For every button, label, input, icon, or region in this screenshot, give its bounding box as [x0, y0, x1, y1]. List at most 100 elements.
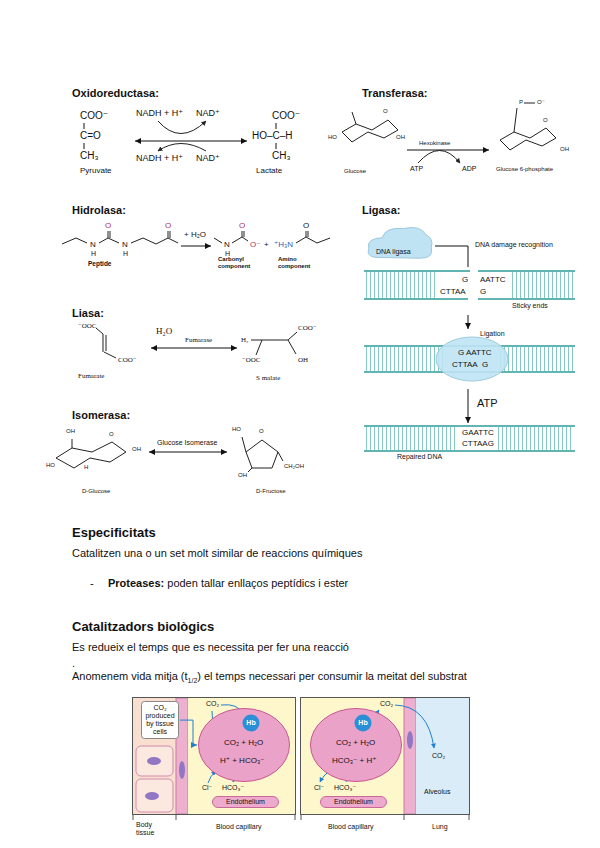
- text-line: HCO₃⁻: [222, 784, 244, 792]
- text-line: Isomerasa:: [72, 409, 130, 422]
- node-text: GAATTC: [462, 428, 494, 437]
- label-text: OH: [66, 428, 75, 434]
- text-line: Alveolus: [424, 788, 450, 796]
- text-line: O: [543, 117, 548, 124]
- node-text: Sticky ends: [512, 302, 548, 310]
- node-text: CTTAAG: [462, 439, 494, 448]
- cell-nucleus: [147, 757, 161, 765]
- text-line: OH: [396, 134, 405, 141]
- reaction-arrow: [435, 246, 468, 267]
- text-line: Es redueix el temps que es necessita per…: [72, 641, 349, 654]
- node-text: AATTC: [480, 275, 506, 284]
- label-text: H: [225, 250, 230, 257]
- red-blood-cell: CO₂ + H₂OHCO₃⁻ + H⁺Hb: [310, 708, 402, 782]
- text-line: O: [303, 221, 309, 230]
- heading-text: Catalitzadors biològics: [72, 619, 214, 634]
- red-blood-cell: CO₂ + H₂OH⁺ + HCO₃⁻Hb: [198, 708, 290, 782]
- cofactor-arrow: [158, 121, 206, 134]
- heading-text: Hidrolasa:: [72, 204, 126, 216]
- heading-text: Proteases:: [108, 577, 164, 589]
- text-line: Lung: [432, 823, 448, 831]
- cell-body: [311, 709, 402, 782]
- peptide-chain: [62, 231, 178, 244]
- molecule: D-Glucose: [44, 418, 148, 498]
- label-text: Body tissue: [136, 821, 154, 836]
- label-text: O: [383, 108, 388, 114]
- text-line: OH: [238, 472, 247, 479]
- label-text: OH: [298, 356, 308, 364]
- text-line: OH: [66, 428, 75, 435]
- heading-text: Ligasa:: [362, 204, 401, 216]
- text-line: O: [239, 221, 245, 230]
- label-text: COO⁻: [80, 110, 108, 121]
- label-text: Anomenem vida mitja (t: [72, 670, 188, 682]
- node-text: S malate: [256, 374, 280, 382]
- edge-label: ATP: [476, 397, 499, 410]
- label-text: HO–C–H: [252, 130, 293, 141]
- heading-text: Transferasa:: [362, 87, 427, 99]
- node-text: G: [458, 348, 464, 357]
- label-text: Catalitzen una o un set molt similar de …: [72, 547, 362, 559]
- label-text: CO₂: [432, 752, 445, 759]
- label-text: H₂O: [156, 326, 172, 336]
- glucose-ring: [56, 439, 126, 468]
- label-text: N: [224, 240, 230, 249]
- label-text: ⁻OOC: [242, 356, 260, 364]
- text-line: ⁻OOC: [242, 356, 260, 364]
- node-text: Lactate: [256, 166, 282, 175]
- enzyme-cloud: DNA ligasa: [366, 224, 434, 262]
- label-text: Lung: [432, 823, 448, 830]
- label-text: poden tallar enllaços peptídics i ester: [167, 577, 348, 589]
- carbonyl-chain: [214, 231, 248, 243]
- tissue-cell: [136, 779, 173, 812]
- node-text: Amino component: [278, 256, 320, 270]
- label-text: Cl⁻: [314, 784, 324, 791]
- enzyme-cloud-outline: [366, 224, 434, 262]
- text-line: NAD⁺: [196, 153, 220, 163]
- node-text: CO₂ produced by tissue cells: [143, 704, 177, 736]
- label-text: COO⁻: [118, 356, 136, 364]
- label-text: HO: [46, 462, 55, 468]
- node-text: Pyruvate: [80, 166, 112, 175]
- text-line: HO: [232, 426, 241, 433]
- node-text: H⁺ + HCO₃⁻: [220, 756, 264, 765]
- pill-outline: [321, 797, 387, 808]
- text-line: Cl⁻: [314, 784, 324, 792]
- node-text: CTTAA: [452, 360, 478, 369]
- reaction-arrow: [149, 452, 227, 453]
- label-text: ATP: [410, 165, 423, 172]
- label-text: O: [165, 221, 171, 230]
- molecule: Glucose: [326, 100, 406, 180]
- text-line: Anomenem vida mitja (t1/2) el temps nece…: [72, 670, 467, 685]
- text-line: ATP: [410, 165, 423, 173]
- text-line: ⁺H₃N: [274, 240, 293, 249]
- tissue-region: [133, 698, 176, 814]
- label-text: ⁺H₃N: [274, 240, 293, 249]
- text-line: CH₃: [80, 150, 99, 162]
- label-text: COO⁻: [298, 324, 316, 332]
- label-text: HO: [328, 134, 337, 140]
- fructose-ring: [242, 437, 283, 472]
- node-text: Fumarate: [78, 372, 104, 380]
- hemoglobin-circle: Hb: [242, 714, 260, 732]
- node-text: Peptide: [88, 260, 111, 267]
- bond-line: [84, 123, 276, 149]
- atp-arrow: [418, 151, 460, 164]
- box-outline: [142, 702, 179, 739]
- node-text: Hb: [358, 719, 367, 727]
- label-text: O: [543, 117, 548, 123]
- text-line: -: [90, 577, 94, 590]
- tissue-cell: [136, 746, 173, 776]
- text-line: NADH + H⁺: [136, 153, 183, 163]
- reaction-arrow: [468, 389, 469, 423]
- heading-text: Liasa:: [72, 307, 104, 319]
- dna-rungs: [366, 427, 573, 450]
- node-text: Endothelium: [334, 798, 373, 806]
- label-text: CO₂: [206, 700, 219, 707]
- node-text: AATTC: [466, 348, 492, 357]
- label-text: C=O: [80, 130, 101, 141]
- text-line: Liasa:: [72, 307, 104, 320]
- text-line: COO⁻: [272, 110, 300, 122]
